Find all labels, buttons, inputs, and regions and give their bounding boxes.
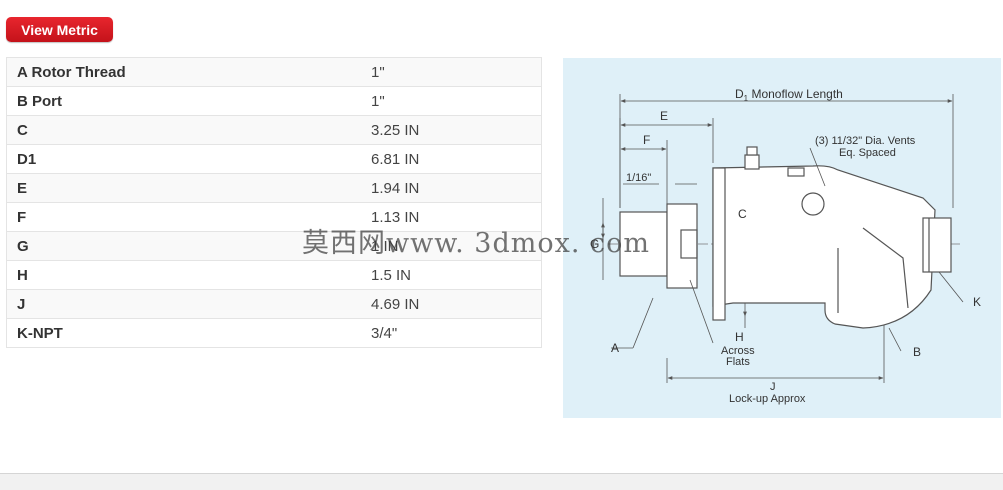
j-label: J [770,381,776,393]
extension-lines [602,94,954,383]
table-row: J 4.69 IN [6,289,542,319]
b-label: B [913,345,921,359]
spec-value: 6.81 IN [361,144,542,174]
spec-value: 4.69 IN [361,289,542,319]
table-row: F 1.13 IN [6,202,542,232]
h-label: H [735,330,744,344]
page-footer-bar [0,473,1003,490]
across-flats-label-2: Flats [726,356,750,368]
spec-value: 1.5 IN [361,260,542,290]
spec-label: A Rotor Thread [6,57,361,87]
spec-label: H [6,260,361,290]
spec-value: 3.25 IN [361,115,542,145]
c-label: C [738,207,747,221]
d1-monoflow-length-label: D1 Monoflow Length [735,87,843,103]
spec-label: G [6,231,361,261]
g-label: G [590,237,599,251]
table-row: E 1.94 IN [6,173,542,203]
a-label: A [611,341,619,355]
spec-label: J [6,289,361,319]
spec-label: B Port [6,86,361,116]
view-metric-button[interactable]: View Metric [6,17,113,42]
table-row: K-NPT 3/4" [6,318,542,348]
vents-spacing-label: Eq. Spaced [839,147,896,159]
spec-label: E [6,173,361,203]
spec-table: A Rotor Thread 1" B Port 1" C 3.25 IN D1… [6,57,542,348]
spec-value: 3/4" [361,318,542,348]
spec-value: 1.13 IN [361,202,542,232]
leader-lines [611,147,964,352]
across-flats-label: Across [721,345,755,357]
k-label: K [973,295,981,309]
lock-up-approx-label: Lock-up Approx [729,393,806,405]
spec-label: C [6,115,361,145]
vents-label: (3) 11/32" Dia. Vents [815,135,916,147]
table-row: D1 6.81 IN [6,144,542,174]
rotary-joint-dimension-diagram: D1 Monoflow Length E F 1/16" (3) 11/32" … [563,58,1001,418]
sixteenth-inch-label: 1/16" [626,172,651,184]
spec-value: 1" [361,57,542,87]
table-row: C 3.25 IN [6,115,542,145]
table-row: G 1 IN [6,231,542,261]
diagram-drawing: D1 Monoflow Length E F 1/16" (3) 11/32" … [590,87,981,405]
dimension-lines [601,99,953,380]
table-row: H 1.5 IN [6,260,542,290]
spec-value: 1.94 IN [361,173,542,203]
spec-label: K-NPT [6,318,361,348]
joint-body [619,146,952,329]
f-label: F [643,133,650,147]
table-row: B Port 1" [6,86,542,116]
spec-value: 1" [361,86,542,116]
spec-label: D1 [6,144,361,174]
spec-value: 1 IN [361,231,542,261]
spec-label: F [6,202,361,232]
e-label: E [660,109,668,123]
table-row: A Rotor Thread 1" [6,57,542,87]
